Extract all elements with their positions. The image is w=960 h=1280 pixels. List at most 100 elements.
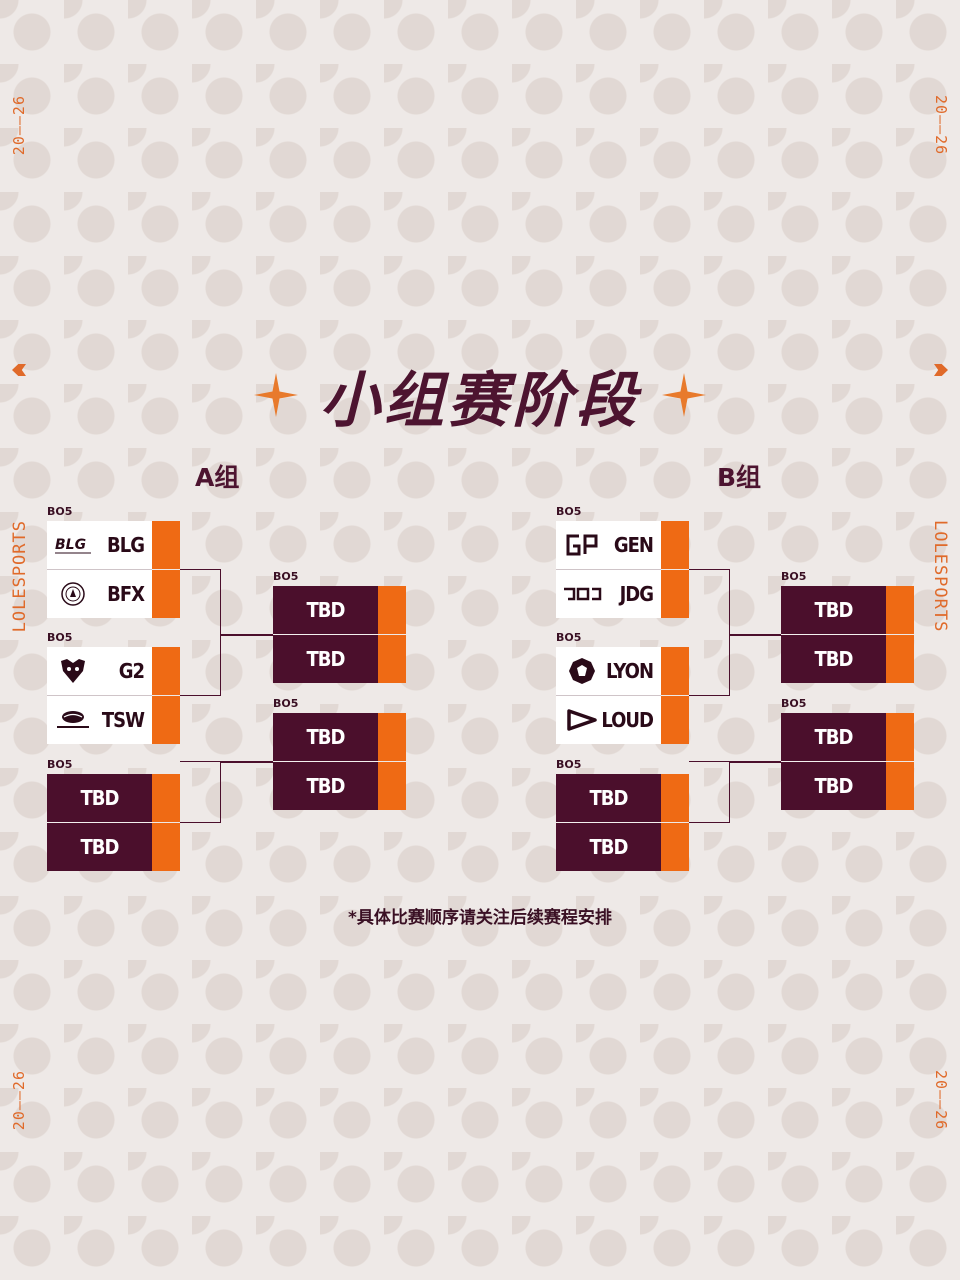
team-name: JDG xyxy=(619,582,654,606)
team-slot[interactable]: BFX xyxy=(47,569,180,618)
team-name: TBD xyxy=(306,598,346,622)
team-name: TBD xyxy=(306,774,346,798)
bracket-line xyxy=(221,761,273,763)
bracket-line xyxy=(730,634,781,636)
match-b-r2-2[interactable]: TBD TBD xyxy=(781,713,914,811)
match-a-r2-1[interactable]: TBD TBD xyxy=(273,586,406,684)
year-mark-left-top: 20——26 xyxy=(10,95,28,156)
team-slot[interactable]: TBD xyxy=(556,774,689,822)
score-box xyxy=(661,521,689,569)
match-a-r2-2[interactable]: TBD TBD xyxy=(273,713,406,811)
lyon-logo-icon xyxy=(562,657,602,685)
team-name: TBD xyxy=(814,774,854,798)
team-slot[interactable]: TBD xyxy=(781,713,914,761)
score-box xyxy=(152,647,180,695)
score-box xyxy=(378,762,406,810)
team-slot[interactable]: TBD xyxy=(47,774,180,822)
score-box xyxy=(886,713,914,761)
bo-label: BO5 xyxy=(47,758,73,771)
bracket-line xyxy=(221,634,273,636)
match-a-r1-1[interactable]: BLG BLG BFX xyxy=(47,521,180,619)
bo-label: BO5 xyxy=(556,758,582,771)
match-b-r2-1[interactable]: TBD TBD xyxy=(781,586,914,684)
bo-label: BO5 xyxy=(47,505,73,518)
title-row: 小组赛阶段 xyxy=(0,355,960,436)
score-box xyxy=(886,762,914,810)
score-box xyxy=(152,521,180,569)
team-name: GEN xyxy=(613,533,654,557)
score-box xyxy=(886,586,914,634)
score-box xyxy=(886,635,914,683)
team-slot[interactable]: GEN xyxy=(556,521,689,569)
team-slot[interactable]: TBD xyxy=(781,586,914,634)
match-b-r1-3[interactable]: TBD TBD xyxy=(556,774,689,872)
loud-logo-icon xyxy=(562,706,602,734)
match-a-r1-3[interactable]: TBD TBD xyxy=(47,774,180,872)
year-mark-right-top: 20——26 xyxy=(932,95,950,156)
group-a-label: A组 xyxy=(195,463,240,492)
team-slot[interactable]: TBD xyxy=(781,634,914,683)
bo-label: BO5 xyxy=(47,631,73,644)
team-name: TBD xyxy=(306,725,346,749)
score-box xyxy=(152,774,180,822)
team-slot[interactable]: BLG BLG xyxy=(47,521,180,569)
team-slot[interactable]: TBD xyxy=(556,822,689,871)
team-name: LYON xyxy=(605,659,654,683)
page-title: 小组赛阶段 xyxy=(320,365,640,436)
score-box xyxy=(378,635,406,683)
gen-logo-icon xyxy=(562,531,602,559)
bracket-connector xyxy=(689,761,730,823)
sparkle-icon-left xyxy=(254,373,298,417)
bracket-connector xyxy=(689,569,730,696)
score-box xyxy=(152,696,180,744)
team-name: TBD xyxy=(814,725,854,749)
team-name: LOUD xyxy=(601,708,654,732)
team-name: BLG xyxy=(107,533,145,557)
score-box xyxy=(152,823,180,871)
score-box xyxy=(661,696,689,744)
team-slot[interactable]: TBD xyxy=(273,586,406,634)
team-slot[interactable]: TSW xyxy=(47,695,180,744)
team-slot[interactable]: TBD xyxy=(47,822,180,871)
bracket-line xyxy=(730,761,781,763)
schedule-note: *具体比赛顺序请关注后续赛程安排 xyxy=(348,908,612,928)
score-box xyxy=(661,774,689,822)
sparkle-icon-right xyxy=(662,373,706,417)
score-box xyxy=(378,713,406,761)
team-name: TBD xyxy=(589,835,629,859)
match-b-r1-1[interactable]: GEN JDG xyxy=(556,521,689,619)
team-slot[interactable]: JDG xyxy=(556,569,689,618)
team-slot[interactable]: LYON xyxy=(556,647,689,695)
jdg-logo-icon xyxy=(562,580,602,608)
team-slot[interactable]: TBD xyxy=(273,761,406,810)
brand-mark-right: LOLESPORTS xyxy=(930,520,950,633)
score-box xyxy=(152,570,180,618)
team-name: BFX xyxy=(107,582,145,606)
svg-text:BLG: BLG xyxy=(55,537,86,553)
score-box xyxy=(661,823,689,871)
group-b-label: B组 xyxy=(717,463,762,492)
team-name: TBD xyxy=(589,786,629,810)
bfx-logo-icon xyxy=(53,580,93,608)
brand-mark-left: LOLESPORTS xyxy=(10,520,30,633)
bracket-connector xyxy=(180,761,221,823)
team-slot[interactable]: TBD xyxy=(781,761,914,810)
edge-arrow-icon-left xyxy=(12,364,26,376)
team-name: TSW xyxy=(101,708,145,732)
team-name: TBD xyxy=(814,598,854,622)
bo-label: BO5 xyxy=(556,505,582,518)
match-a-r1-2[interactable]: G2 TSW xyxy=(47,647,180,745)
match-b-r1-2[interactable]: LYON LOUD xyxy=(556,647,689,745)
blg-logo-icon: BLG xyxy=(53,531,93,559)
team-slot[interactable]: LOUD xyxy=(556,695,689,744)
score-box xyxy=(661,647,689,695)
year-mark-left-bottom: 20——26 xyxy=(10,1070,28,1131)
team-name: TBD xyxy=(80,835,120,859)
team-slot[interactable]: TBD xyxy=(273,634,406,683)
team-name: G2 xyxy=(118,659,145,683)
bo-label: BO5 xyxy=(781,570,807,583)
score-box xyxy=(378,586,406,634)
team-slot[interactable]: TBD xyxy=(273,713,406,761)
score-box xyxy=(661,570,689,618)
team-slot[interactable]: G2 xyxy=(47,647,180,695)
